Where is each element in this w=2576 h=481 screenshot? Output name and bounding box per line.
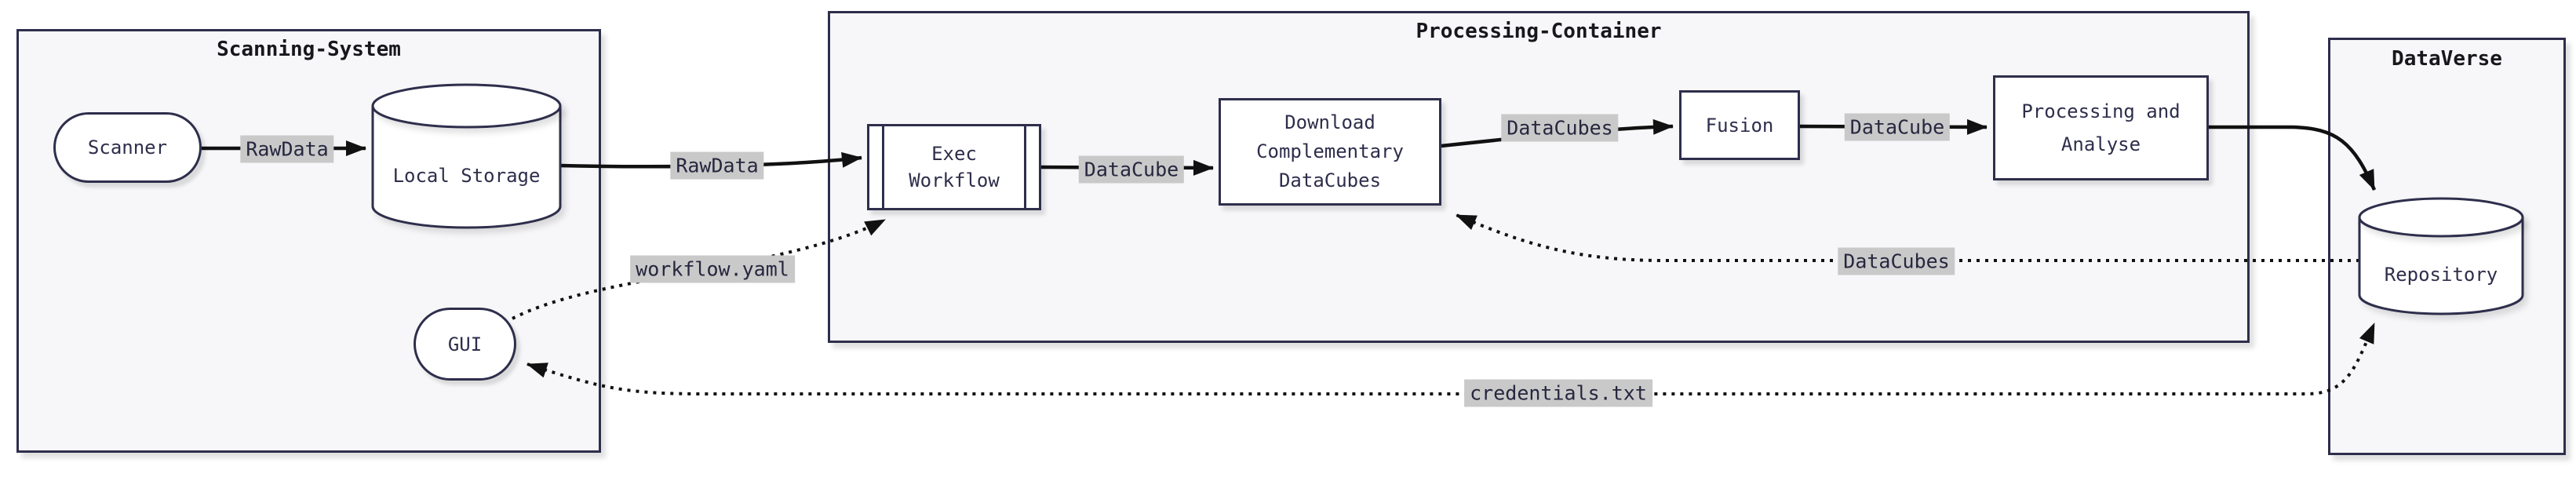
- download-label-line2: Complementary: [1256, 140, 1404, 162]
- gui-label: GUI: [447, 333, 483, 355]
- processing-analyse-label-line1: Processing and: [2021, 100, 2181, 122]
- container-title-dataverse: DataVerse: [2392, 47, 2502, 71]
- fusion-label: Fusion: [1705, 114, 1774, 137]
- repository-label: Repository: [2384, 264, 2498, 286]
- edge-label-rawdata-storage: RawData: [670, 151, 764, 180]
- edge-label-datacube-exec: DataCube: [1078, 155, 1185, 184]
- scanner-label: Scanner: [87, 137, 168, 159]
- subroutine-side-bars: [882, 126, 1026, 208]
- download-label-line3: DataCubes: [1278, 169, 1382, 191]
- edge-gui-to-exec-workflow: [512, 218, 886, 320]
- node-local-storage-cylinder: [371, 83, 562, 229]
- edge-label-rawdata-scanner: RawData: [240, 135, 334, 163]
- node-gui: GUI: [414, 308, 516, 381]
- node-processing-and-analyse: Processing and Analyse: [1993, 75, 2209, 180]
- exec-workflow-label-line1: Exec: [931, 143, 977, 165]
- edge-gui-to-repository-credentials: [526, 322, 2376, 395]
- edge-processing-analyse-to-repository: [2209, 125, 2377, 191]
- edge-label-datacube-fusion: DataCube: [1844, 113, 1951, 141]
- edge-label-credentials-txt: credentials.txt: [1464, 379, 1652, 407]
- container-title-processing-container: Processing-Container: [1416, 20, 1662, 43]
- node-fusion: Fusion: [1679, 90, 1800, 160]
- processing-analyse-label-line2: Analyse: [2060, 133, 2141, 155]
- node-download-complementary-datacubes: Download Complementary DataCubes: [1219, 98, 1441, 206]
- node-scanner: Scanner: [53, 112, 202, 183]
- local-storage-label: Local Storage: [392, 165, 541, 187]
- exec-workflow-label-line2: Workflow: [909, 169, 1000, 191]
- container-title-scanning-system: Scanning-System: [217, 38, 401, 61]
- edge-label-datacubes-download: DataCubes: [1501, 114, 1619, 142]
- node-exec-workflow: Exec Workflow: [867, 124, 1041, 210]
- node-repository-cylinder: [2358, 197, 2524, 315]
- download-label-line1: Download: [1284, 111, 1375, 133]
- edge-label-workflow-yaml: workflow.yaml: [630, 255, 795, 283]
- edge-label-datacubes-repository: DataCubes: [1838, 247, 1955, 275]
